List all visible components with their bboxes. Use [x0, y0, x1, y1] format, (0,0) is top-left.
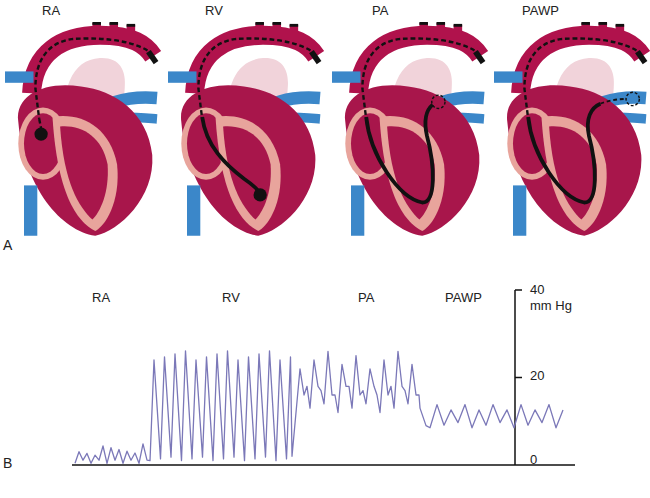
trace-label: PAWP — [445, 290, 482, 305]
axis-value: 40 — [530, 282, 544, 297]
position-label: RV — [205, 3, 223, 18]
position-label: PA — [372, 3, 388, 18]
trace-label: RV — [222, 290, 240, 305]
position-label: PAWP — [522, 3, 559, 18]
axis-value: 20 — [530, 368, 544, 383]
trace-label: PA — [358, 290, 374, 305]
panel-letter: A — [3, 238, 12, 253]
position-label: RA — [42, 3, 60, 18]
panel-letter: B — [3, 456, 12, 471]
axis-value: 0 — [530, 452, 537, 467]
pressure-trace — [75, 351, 563, 464]
trace-label: RA — [92, 290, 110, 305]
axis-unit: mm Hg — [530, 298, 572, 313]
